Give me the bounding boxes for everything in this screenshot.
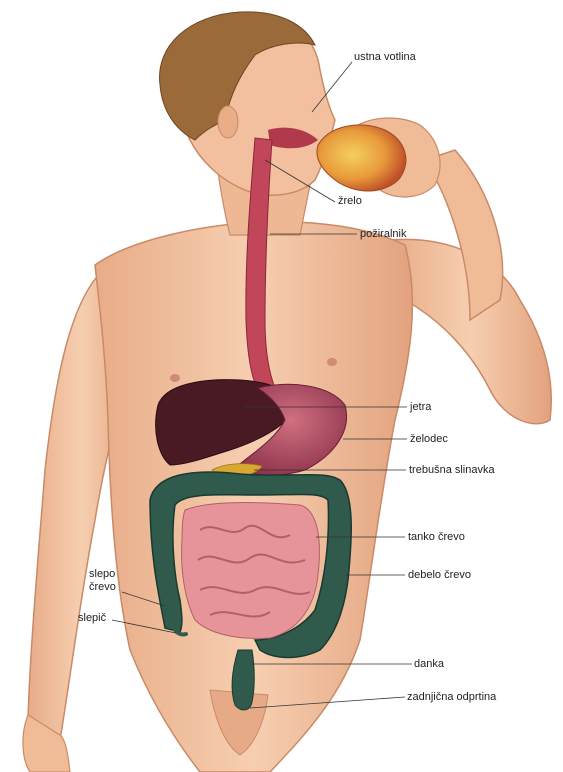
pear (317, 125, 406, 191)
label-anus: zadnjična odprtina (407, 691, 496, 704)
label-cecum-line2: črevo (89, 581, 116, 594)
right-nipple (327, 358, 337, 366)
small-intestine (182, 503, 320, 639)
label-esophagus: požiralnik (360, 228, 406, 241)
label-pharynx: žrelo (338, 195, 362, 208)
label-stomach: želodec (410, 433, 448, 446)
label-appendix: slepič (78, 612, 106, 625)
ear (218, 106, 238, 138)
label-large-intestine: debelo črevo (408, 569, 471, 582)
label-mouth: ustna votlina (354, 51, 416, 64)
label-pancreas: trebušna slinavka (409, 464, 495, 477)
label-small-intestine: tanko črevo (408, 531, 465, 544)
label-cecum-line1: slepo (89, 568, 115, 581)
left-nipple (170, 374, 180, 382)
label-rectum: danka (414, 658, 444, 671)
label-liver: jetra (410, 401, 431, 414)
rectum (232, 650, 254, 710)
digestive-organs (150, 128, 351, 710)
